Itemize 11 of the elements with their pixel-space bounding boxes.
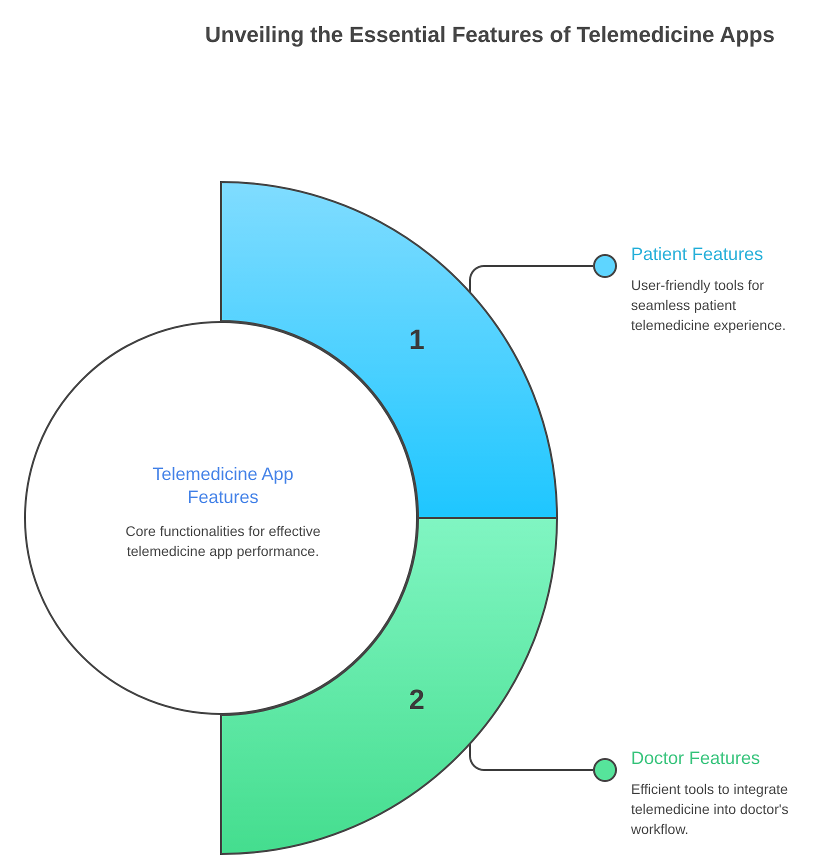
step-number: 2 [409, 684, 425, 716]
connector-line [469, 744, 593, 771]
feature-heading: Patient Features [631, 243, 764, 265]
feature-description: User-friendly tools for seamless patient telemedicine experience. [631, 276, 787, 335]
title: Unveiling the Essential Features of Telemedicine Apps [205, 22, 775, 48]
step-number: 1 [409, 324, 425, 356]
connector-line [469, 265, 593, 292]
feature-description: Efficient tools to integrate telemedicine into doctor's workflow. [631, 780, 790, 839]
feature-heading: Doctor Features [631, 747, 760, 769]
hub-heading: Telemedicine App Features [151, 463, 295, 509]
hub-description: Core functionalities for effective telemedicine app performance. [124, 522, 322, 561]
